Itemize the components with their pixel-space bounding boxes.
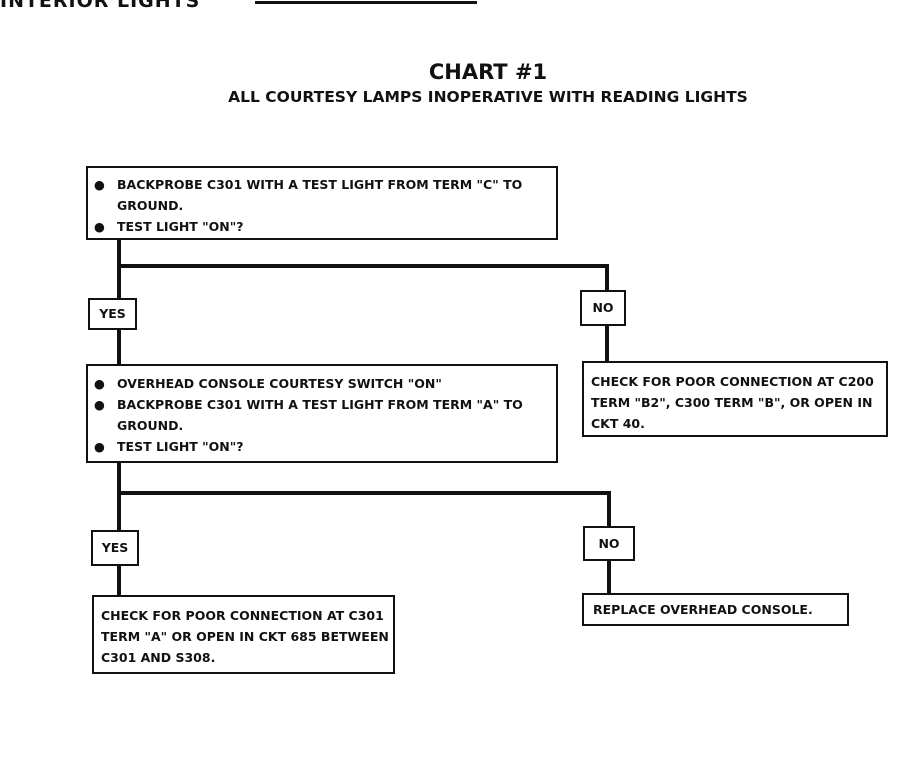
header-rule [255,1,477,4]
bullet-icon: ● [94,397,105,412]
step2-item-1: ● OVERHEAD CONSOLE COURTESY SWITCH "ON" [88,373,556,394]
connector-no1-down [605,264,609,292]
yes-label-1: YES [88,298,137,330]
bullet-icon: ● [94,376,105,391]
connector-yes2-to-result [117,564,121,597]
connector-yes1-to-step2 [117,328,121,366]
connector-no2-to-result [607,559,611,595]
step2-item-3-text: TEST LIGHT "ON"? [117,439,244,454]
bullet-icon: ● [94,219,105,234]
section-header: INTERIOR LIGHTS [0,0,201,12]
step1-item-1: ● BACKPROBE C301 WITH A TEST LIGHT FROM T… [88,174,556,216]
chart-title: CHART #1 [0,60,912,84]
bullet-icon: ● [94,439,105,454]
step2-box: ● OVERHEAD CONSOLE COURTESY SWITCH "ON" ●… [86,364,558,463]
result-c200-box: CHECK FOR POOR CONNECTION AT C200 TERM "… [582,361,888,437]
result-c200-text: CHECK FOR POOR CONNECTION AT C200 TERM "… [591,374,874,431]
yes-label-2: YES [91,530,139,566]
result-replace-box: REPLACE OVERHEAD CONSOLE. [582,593,849,626]
connector-step2-down [117,461,121,532]
chart-title-text: CHART #1 [428,60,548,84]
step1-item-2: ● TEST LIGHT "ON"? [88,216,556,237]
connector-branch2-horizontal [117,491,611,495]
bullet-icon: ● [94,177,105,192]
connector-step1-down [117,238,121,300]
step2-list: ● OVERHEAD CONSOLE COURTESY SWITCH "ON" ●… [88,373,556,457]
no-label-2: NO [583,526,635,561]
connector-no1-to-result [605,325,609,363]
connector-branch1-horizontal [117,264,609,268]
connector-no2-down [607,491,611,528]
step1-list: ● BACKPROBE C301 WITH A TEST LIGHT FROM T… [88,174,556,237]
result-c301-text: CHECK FOR POOR CONNECTION AT C301 TERM "… [101,608,389,665]
step1-item-2-text: TEST LIGHT "ON"? [117,219,244,234]
step2-item-1-text: OVERHEAD CONSOLE COURTESY SWITCH "ON" [117,376,442,391]
no-label-1: NO [580,290,626,326]
step1-item-1-text: BACKPROBE C301 WITH A TEST LIGHT FROM TE… [117,177,523,213]
result-c301-box: CHECK FOR POOR CONNECTION AT C301 TERM "… [92,595,395,674]
result-replace-text: REPLACE OVERHEAD CONSOLE. [593,602,813,617]
chart-subtitle: ALL COURTESY LAMPS INOPERATIVE WITH READ… [228,88,748,106]
step1-box: ● BACKPROBE C301 WITH A TEST LIGHT FROM T… [86,166,558,240]
step2-item-2-text: BACKPROBE C301 WITH A TEST LIGHT FROM TE… [117,397,523,433]
step2-item-2: ● BACKPROBE C301 WITH A TEST LIGHT FROM T… [88,394,556,436]
step2-item-3: ● TEST LIGHT "ON"? [88,436,556,457]
